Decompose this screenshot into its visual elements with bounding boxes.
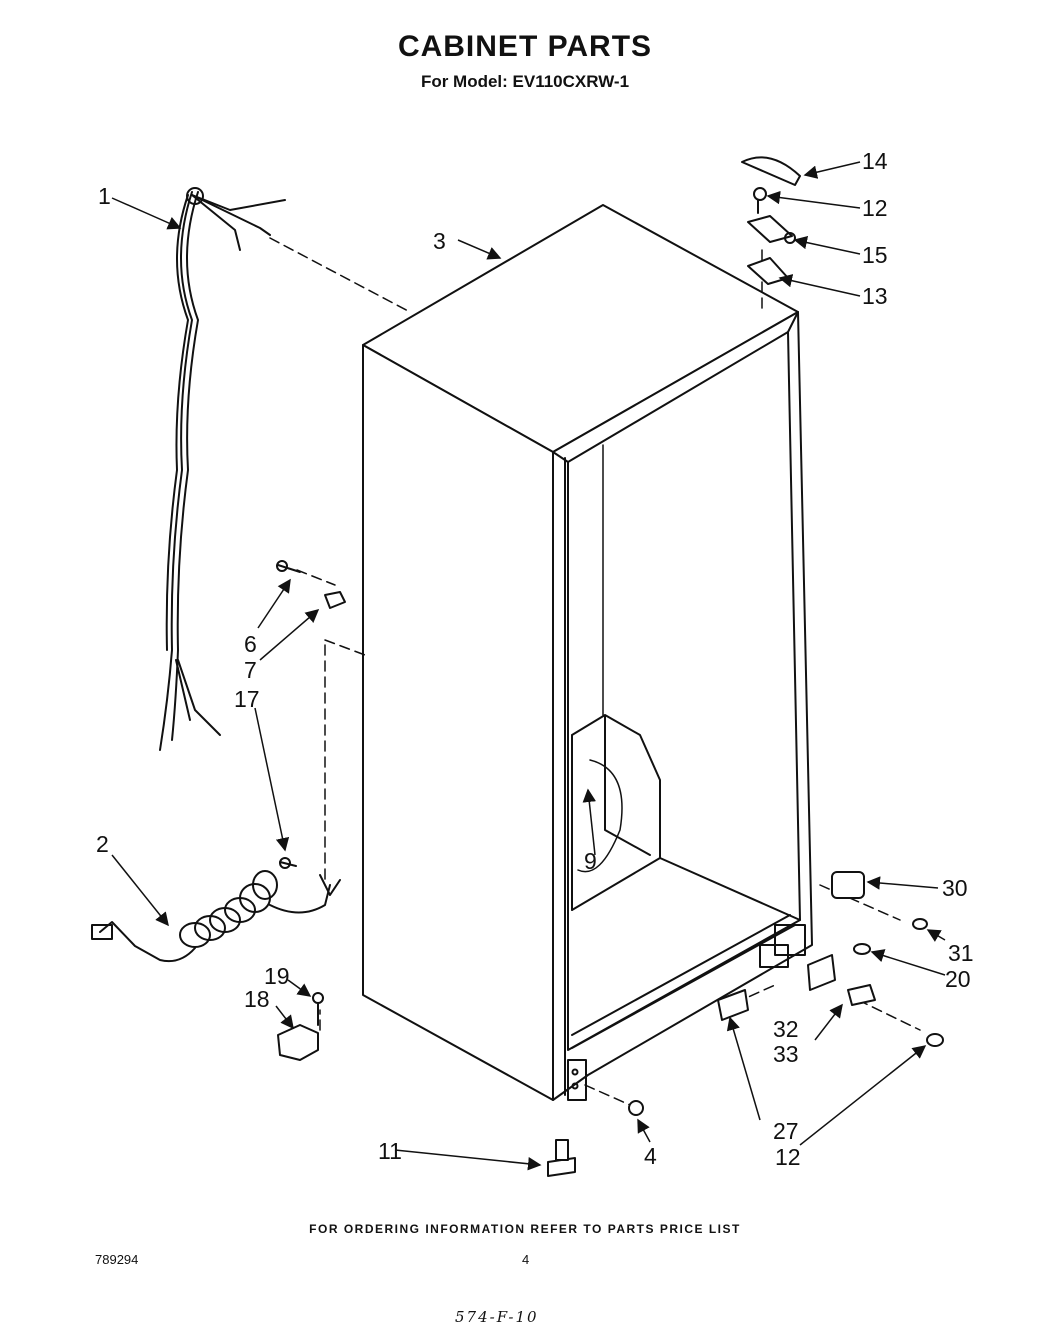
callout-9: 9 (584, 848, 597, 874)
callout-6: 6 (244, 631, 257, 657)
callout-12-bottom: 12 (775, 1144, 801, 1170)
callout-15: 15 (862, 242, 888, 268)
callout-1: 1 (98, 183, 111, 209)
document-number: 789294 (95, 1252, 139, 1267)
callout-13: 13 (862, 283, 888, 309)
callout-18: 18 (244, 986, 270, 1012)
callout-32: 32 (773, 1016, 799, 1042)
power-cord (91, 870, 331, 963)
callout-33: 33 (773, 1041, 799, 1067)
callout-7: 7 (244, 657, 257, 683)
callout-12-top: 12 (862, 195, 888, 221)
callout-19: 19 (264, 963, 290, 989)
callout-3: 3 (433, 228, 446, 254)
ordering-note: FOR ORDERING INFORMATION REFER TO PARTS … (309, 1222, 741, 1236)
callout-20: 20 (945, 966, 971, 992)
handwritten-note: 574-F-10 (455, 1308, 539, 1326)
callout-4: 4 (644, 1143, 657, 1169)
callout-31: 31 (948, 940, 974, 966)
model-subtitle: For Model: EV110CXRW-1 (420, 72, 630, 91)
page-title: CABINET PARTS (397, 30, 653, 63)
callout-30: 30 (942, 875, 968, 901)
callout-17: 17 (234, 686, 260, 712)
page-number: 4 (522, 1252, 530, 1267)
callout-27: 27 (773, 1118, 799, 1144)
callout-2: 2 (96, 831, 109, 857)
callout-11: 11 (378, 1138, 402, 1164)
cabinet (362, 204, 813, 1101)
callout-14: 14 (862, 148, 888, 174)
wire-harness (159, 187, 286, 751)
